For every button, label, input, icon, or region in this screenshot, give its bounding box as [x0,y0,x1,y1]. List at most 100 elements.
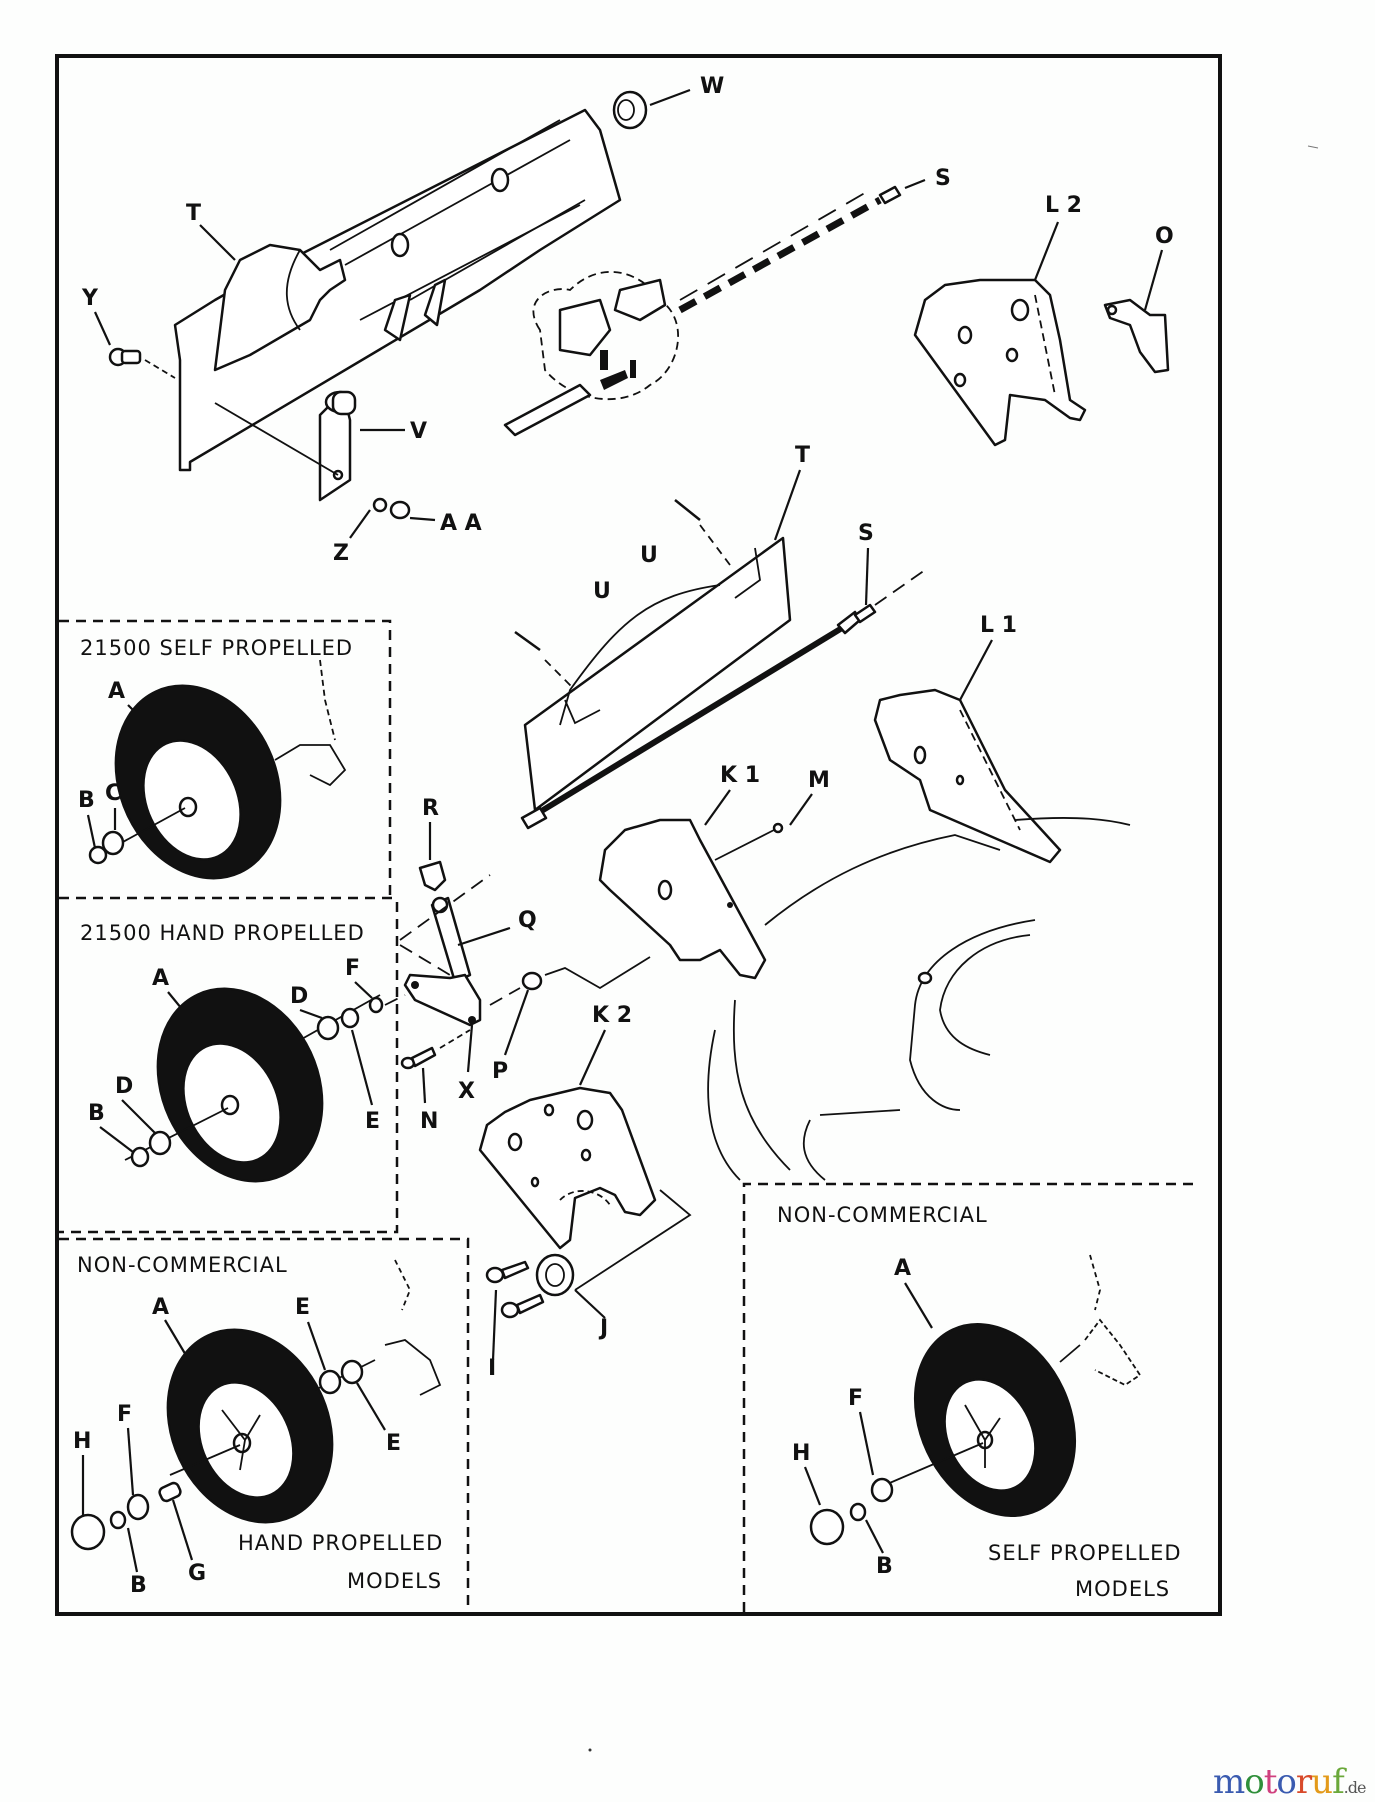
washer-f [368,996,384,1014]
part-washer-z [372,497,388,513]
label-f: F [848,1386,863,1411]
speck [588,1748,592,1752]
label-a: A [152,1295,169,1320]
part-pin-u2 [514,630,541,652]
label-t-top: T [186,201,201,226]
inset-caption: 21500 SELF PROPELLED [80,636,353,660]
watermark-letter: r [1295,1762,1312,1802]
label-t-mid: T [795,443,810,468]
part-plate-l2 [913,278,1087,447]
label-k2: K 2 [592,1003,632,1028]
part-bracket-v [318,390,357,502]
nut-b [849,1502,867,1522]
part-bushing-aa [389,500,411,520]
washer-e [318,1369,342,1395]
wheel-a [156,987,324,1183]
label-z: Z [333,541,349,566]
label-d1: D [290,984,308,1009]
inset-footer-line-2: MODELS [347,1569,442,1593]
spacer-g [158,1481,182,1503]
label-d2: D [115,1074,133,1099]
label-x: X [458,1079,475,1104]
part-bolt-n [400,1046,437,1070]
watermark-text: motoruf [1213,1762,1345,1802]
inset-21500-self-propelled: 21500 SELF PROPELLED A B C [59,619,395,900]
label-s-top: S [935,166,951,191]
part-shaft-s-mid [520,603,877,830]
part-knob-r [418,860,447,892]
label-a: A [108,679,125,704]
watermark-letter: u [1311,1762,1333,1802]
part-mower-deck [707,817,1131,1181]
label-a: A [152,966,169,991]
inset-caption: NON-COMMERCIAL [777,1203,988,1227]
part-pin-u1 [674,499,701,521]
inset-caption: NON-COMMERCIAL [77,1253,288,1277]
part-bolts-i [485,1260,545,1319]
label-j: J [598,1316,608,1341]
washer-e [340,1359,364,1385]
label-i: I [488,1356,496,1381]
inset-footer-line-1: SELF PROPELLED [988,1541,1182,1565]
part-nut-m [772,822,784,834]
part-bracket-k2 [478,1086,657,1250]
diagram-frame [55,54,1222,1616]
wheel-a [166,1328,334,1524]
watermark-letter: t [1263,1762,1278,1802]
inset-footer-line-2: MODELS [1075,1577,1170,1601]
part-collar-w [612,90,648,130]
label-b: B [876,1554,893,1579]
nut-b [109,1510,127,1530]
label-q: Q [518,908,537,933]
label-u2: U [593,579,611,604]
label-p: P [492,1059,508,1084]
label-m: M [808,768,830,793]
label-e: E [365,1109,380,1134]
part-screw-y [108,347,142,367]
part-washer-p [521,971,543,991]
watermark-letter: o [1244,1762,1265,1802]
label-l2: L 2 [1045,193,1082,218]
watermark-suffix: .de [1343,1778,1367,1797]
washer-c [101,830,125,856]
label-y: Y [81,286,99,311]
washer-e [340,1007,360,1029]
wheel-a [114,684,282,880]
label-h: H [792,1441,810,1466]
part-transmission [503,271,679,437]
washer-d [316,1015,340,1041]
watermark-motoruf: motoruf.de [1213,1762,1367,1802]
label-e1: E [295,1295,310,1320]
part-bracket-o [1103,298,1170,374]
label-b: B [88,1101,105,1126]
part-bracket-k1 [598,818,784,980]
washer-f [870,1477,894,1503]
watermark-letter: o [1276,1762,1297,1802]
inset-non-commercial-self-propelled: NON-COMMERCIAL A F H B SELF PROPELLED MO… [742,1182,1200,1612]
wheel-a [913,1322,1077,1518]
label-w: W [700,74,724,99]
watermark-letter: f [1332,1762,1345,1802]
label-f: F [345,956,360,981]
inset-caption: 21500 HAND PROPELLED [80,921,365,945]
nut-b [88,845,108,865]
washer-d [148,1130,172,1156]
part-plate-l1 [873,688,1062,864]
label-v: V [410,419,427,444]
label-e2: E [386,1431,401,1456]
part-shaft-s-top [678,185,902,314]
inset-21500-hand-propelled: 21500 HAND PROPELLED A D F D B E [59,902,399,1234]
label-a: A [894,1256,911,1281]
label-u1: U [640,543,658,568]
watermark-letter: m [1213,1762,1245,1802]
part-cover-t [523,536,792,812]
label-o: O [1155,224,1174,249]
label-n: N [420,1109,438,1134]
label-l1: L 1 [980,613,1017,638]
part-shield-t [173,108,622,472]
label-b: B [78,788,95,813]
cap-h [70,1513,106,1551]
label-r: R [422,796,439,821]
part-bracket-x [403,973,482,1027]
